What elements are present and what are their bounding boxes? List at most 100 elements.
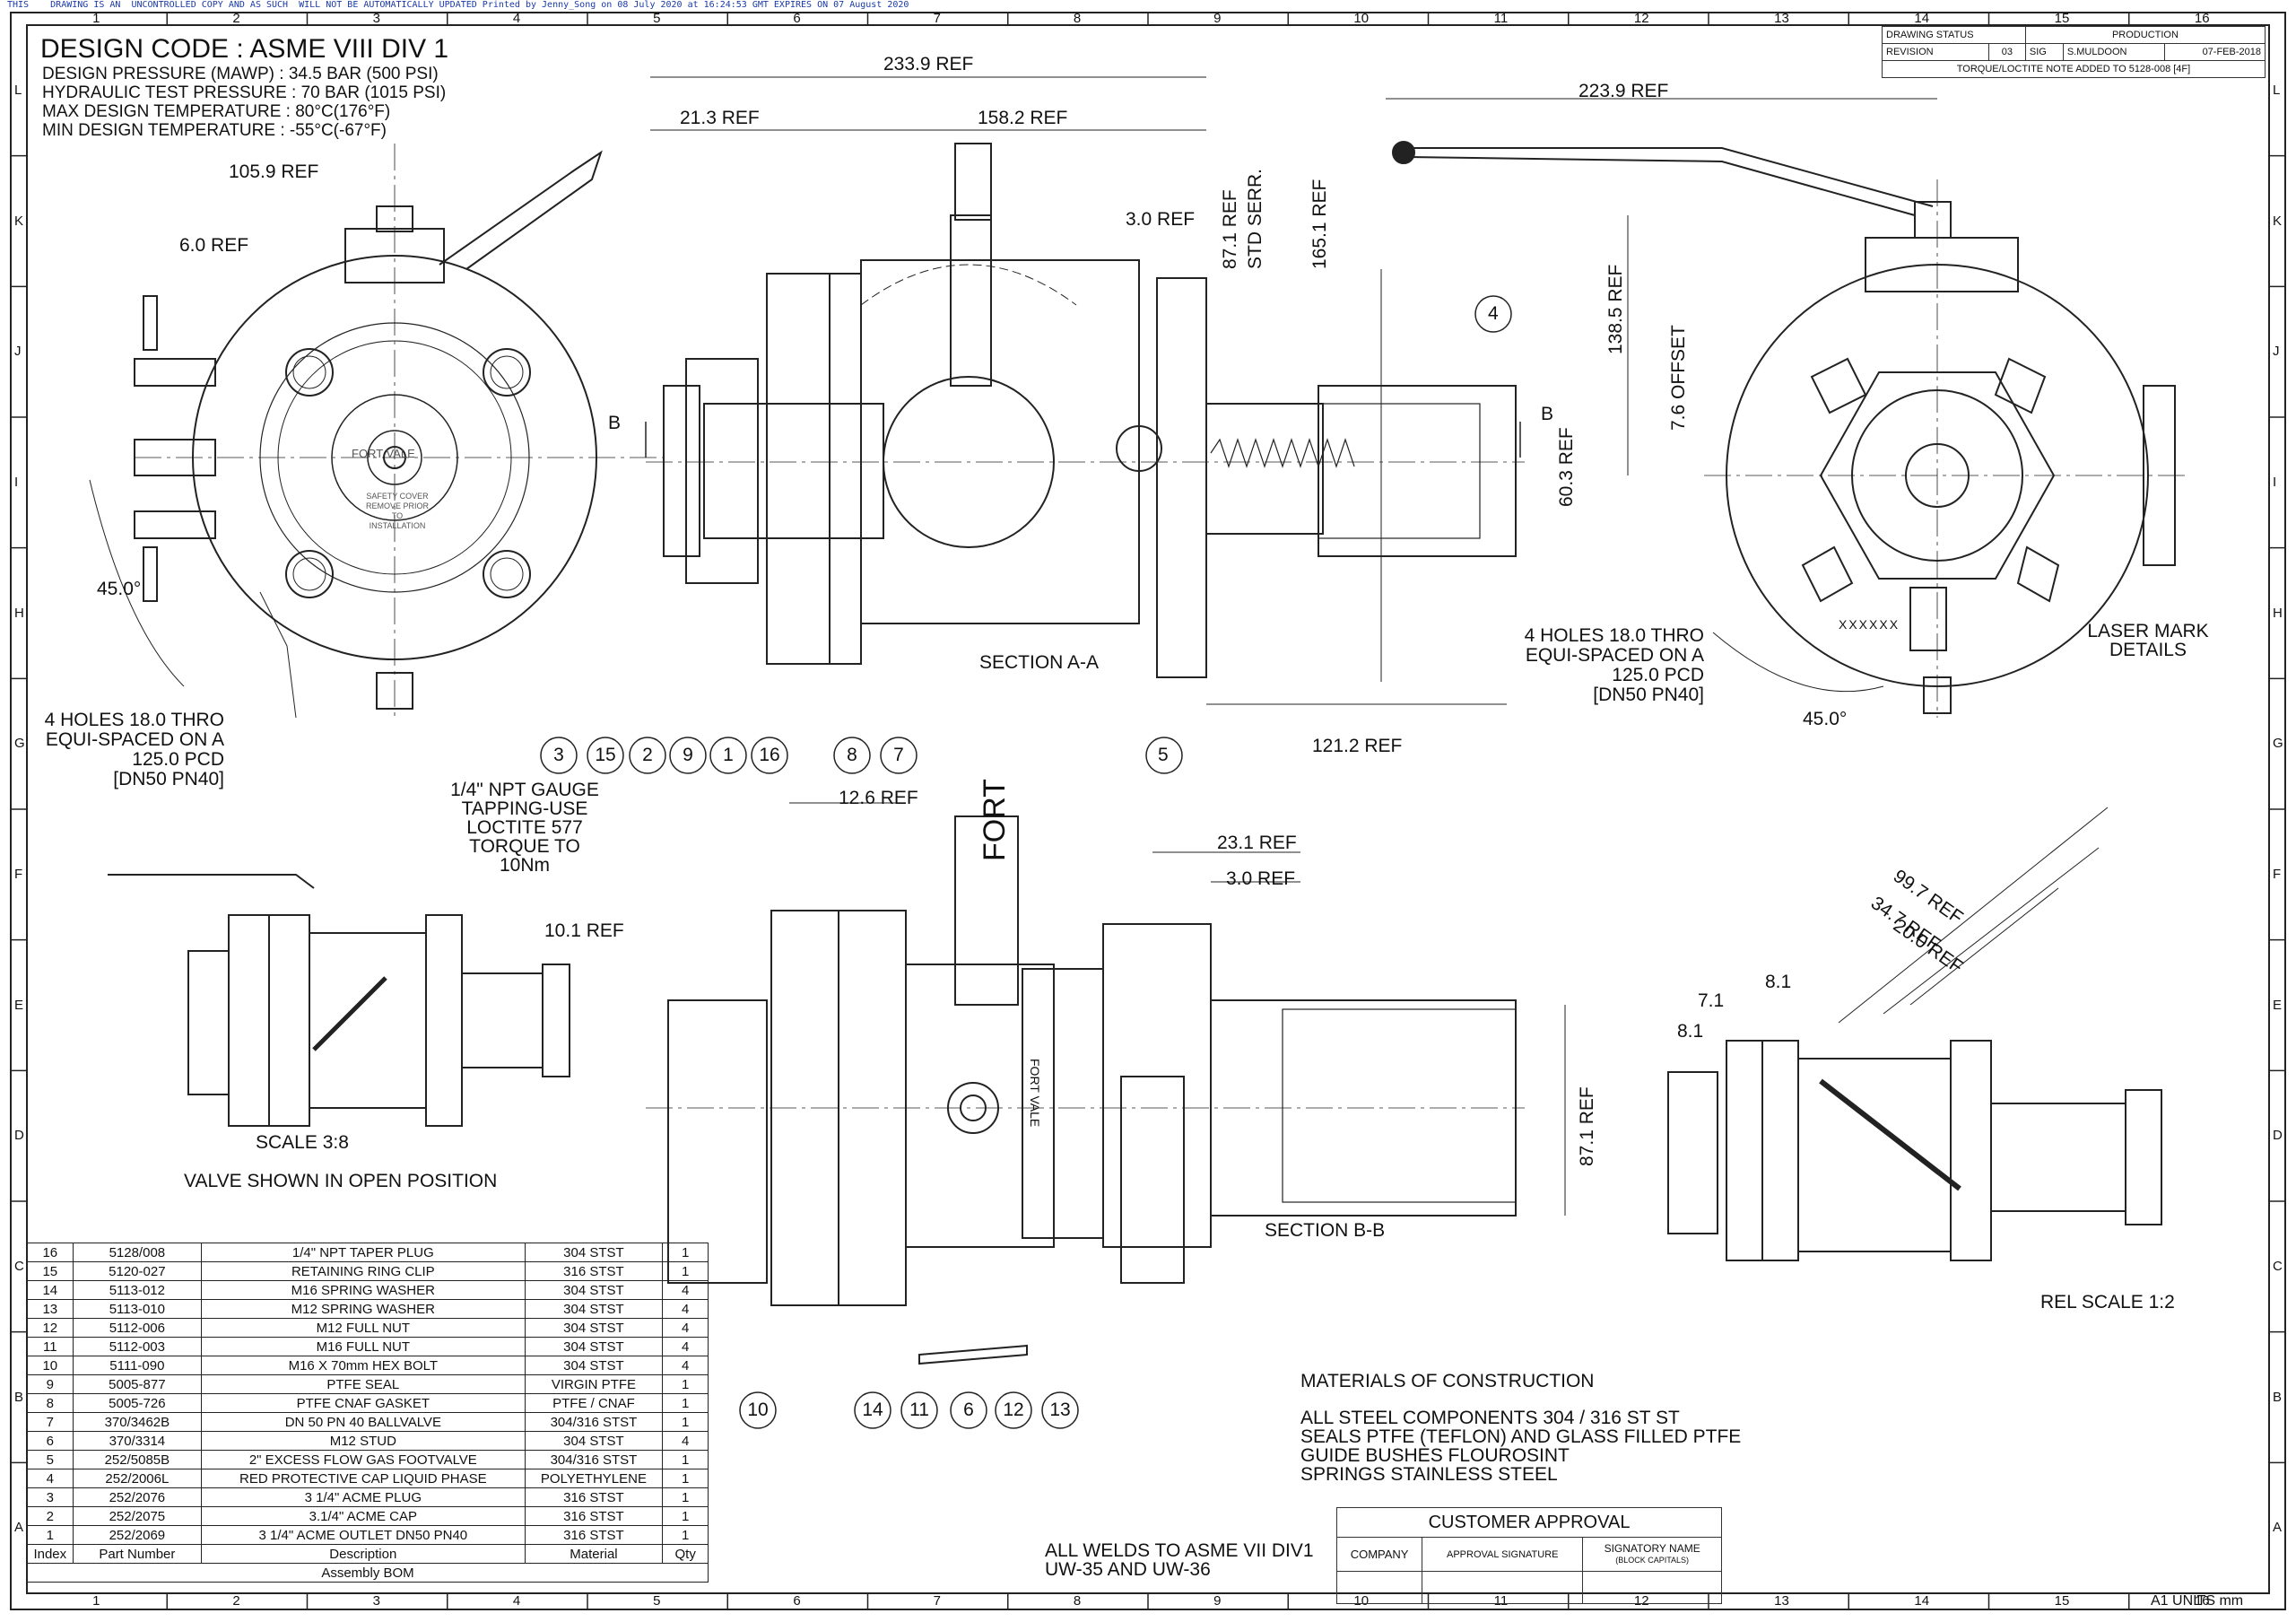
grid-ticks (11, 13, 2285, 1609)
balloon (709, 737, 747, 774)
design-line-4: MIN DESIGN TEMPERATURE : -55°C(-67°F) (42, 121, 387, 140)
sig-label: SIG (2024, 43, 2064, 61)
bom-header-cell: Part Number (72, 1544, 203, 1564)
bom-cell: 304 STST (524, 1318, 664, 1338)
balloon (833, 737, 871, 774)
bom-cell: 15 (27, 1261, 74, 1281)
balloon (854, 1391, 891, 1429)
balloon (540, 737, 578, 774)
balloon (995, 1391, 1032, 1429)
grid-row-label-left: D (14, 1128, 24, 1144)
bom-cell: 252/2069 (72, 1525, 203, 1545)
bom-cell: RETAINING RING CLIP (201, 1261, 526, 1281)
dim-6-0: 6.0 REF (179, 235, 249, 256)
grid-column-label-bottom: 13 (1774, 1593, 1789, 1609)
bom-cell: 1 (662, 1243, 709, 1262)
balloon-label: 14 (862, 1400, 883, 1420)
bom-cell: 1 (27, 1525, 74, 1545)
right-face-view (1386, 98, 2188, 718)
materials-title: MATERIALS OF CONSTRUCTION (1300, 1371, 1595, 1391)
bom-header-cell: Index (27, 1544, 74, 1564)
bom-cell: 304 STST (524, 1337, 664, 1356)
balloon (880, 737, 918, 774)
balloon (587, 737, 624, 774)
bom-cell: 5128/008 (72, 1243, 203, 1262)
balloon (1041, 1391, 1079, 1429)
bom-cell: 1 (662, 1487, 709, 1507)
grid-column-label-top: 12 (1633, 11, 1649, 26)
dim-10-1: 10.1 REF (544, 920, 624, 941)
bom-cell: 304 STST (524, 1299, 664, 1319)
bom-cell: 4 (662, 1337, 709, 1356)
rel-scale-label: REL SCALE 1:2 (2040, 1292, 2175, 1312)
grid-row-label-left: B (14, 1389, 24, 1405)
grid-row-label-right: F (2273, 866, 2282, 882)
bom-cell: 3.1/4" ACME CAP (201, 1506, 526, 1526)
balloon-label: 15 (595, 745, 616, 765)
grid-row-label-left: J (14, 344, 22, 360)
bom-cell: 4 (27, 1469, 74, 1488)
design-line-3: MAX DESIGN TEMPERATURE : 80°C(176°F) (42, 102, 391, 121)
balloon-label: 6 (963, 1400, 974, 1420)
balloon-row-section-bb (739, 1391, 1079, 1429)
bom-cell: 2 (27, 1506, 74, 1526)
bom-cell: 5120-027 (72, 1261, 203, 1281)
bom-cell: 304 STST (524, 1243, 664, 1262)
dim-8-1-a: 8.1 (1765, 972, 1792, 992)
grid-column-label-top: 14 (1914, 11, 1930, 26)
dim-12-6: 12.6 REF (839, 788, 918, 808)
grid-column-label-bottom: 4 (512, 1593, 521, 1609)
grid-row-label-right: L (2273, 82, 2281, 98)
safety-cover-plate-text: SAFETY COVER REMOVE PRIOR TO INSTALLATIO… (365, 492, 429, 530)
bom-cell: 8 (27, 1393, 74, 1413)
grid-column-label-bottom: 1 (92, 1593, 100, 1609)
bom-cell: 5112-003 (72, 1337, 203, 1356)
balloon-label: 1 (723, 745, 734, 765)
angle-45-a: 45.0° (97, 579, 142, 599)
grid-row-label-right: D (2273, 1128, 2283, 1144)
bom-cell: 370/3462B (72, 1412, 203, 1432)
dim-87-1-a: 87.1 REF (1220, 189, 1240, 269)
balloon-label: 11 (909, 1400, 929, 1420)
bom-cell: 4 (662, 1431, 709, 1451)
bom-cell: 6 (27, 1431, 74, 1451)
grid-row-label-left: C (14, 1258, 24, 1274)
grid-column-label-top: 3 (372, 11, 380, 26)
bom-cell: 316 STST (524, 1487, 664, 1507)
bom-cell: PTFE CNAF GASKET (201, 1393, 526, 1413)
section-aa-view (645, 76, 1525, 804)
balloon (739, 1391, 777, 1429)
dim-7-1: 7.1 (1698, 990, 1725, 1011)
bom-cell: 10 (27, 1356, 74, 1375)
design-code-title: DESIGN CODE : ASME VIII DIV 1 (40, 34, 449, 64)
approval-company: COMPANY (1335, 1537, 1423, 1572)
bom-cell: 1/4" NPT TAPER PLUG (201, 1243, 526, 1262)
grid-column-label-top: 6 (793, 11, 801, 26)
bom-cell: 3 1/4" ACME PLUG (201, 1487, 526, 1507)
balloon-label: 9 (683, 745, 693, 765)
bom-cell: 1 (662, 1393, 709, 1413)
bom-cell: 316 STST (524, 1261, 664, 1281)
grid-row-label-right: J (2273, 344, 2280, 360)
balloon (900, 1391, 938, 1429)
dim-158-2: 158.2 REF (978, 108, 1068, 128)
grid-row-label-left: G (14, 736, 25, 752)
revision-label: REVISION (1882, 43, 1989, 61)
balloon-label: 16 (759, 745, 780, 765)
bom-cell: 3 (27, 1487, 74, 1507)
bom-cell: 252/2076 (72, 1487, 203, 1507)
approval-name-cell (1582, 1571, 1722, 1604)
approval-signature-cell (1422, 1571, 1584, 1604)
bom-cell: DN 50 PN 40 BALLVALVE (201, 1412, 526, 1432)
bom-cell: 304 STST (524, 1280, 664, 1300)
fort-vale-plate-logo: FORT VALE (352, 447, 415, 460)
grid-row-label-right: G (2273, 736, 2283, 752)
section-aa-label: SECTION A-A (979, 652, 1100, 673)
bom-header-cell: Description (201, 1544, 526, 1564)
dim-21-3: 21.3 REF (680, 108, 760, 128)
